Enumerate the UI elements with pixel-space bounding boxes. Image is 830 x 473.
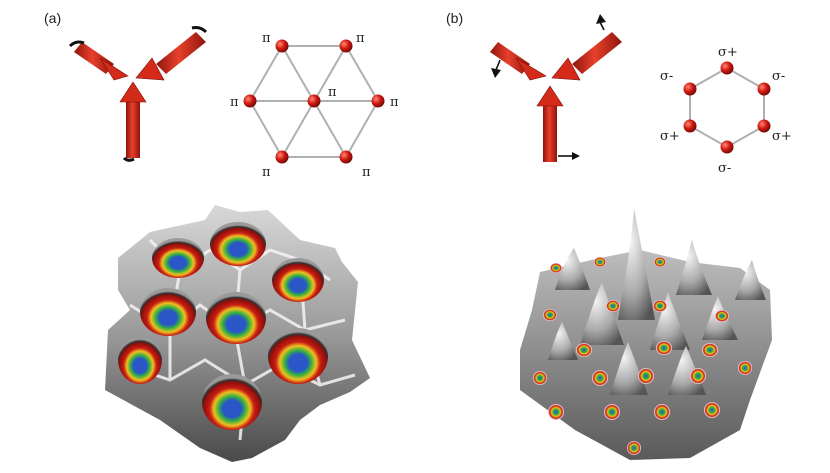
lattice-bonds-b — [689, 66, 765, 149]
potential-well — [202, 374, 262, 430]
panel-a-surface — [105, 205, 370, 462]
lattice-site — [275, 39, 289, 53]
potential-well — [548, 404, 564, 420]
wells-b — [533, 257, 752, 455]
lattice-site — [371, 94, 385, 108]
beam-arrow-left-b — [490, 42, 547, 81]
lattice-sites-b — [683, 61, 771, 154]
potential-well — [638, 368, 654, 384]
potential-well — [576, 343, 592, 357]
beam-arrow-left — [68, 40, 129, 81]
lattice-site — [307, 94, 321, 108]
beam-arrow-bottom-b — [536, 85, 580, 162]
lattice-site — [683, 119, 697, 133]
site-label: π — [390, 95, 399, 110]
lattice-site — [275, 150, 289, 164]
panel-b-surface — [520, 208, 772, 460]
potential-peak — [548, 322, 578, 360]
potential-peak — [676, 240, 712, 295]
lattice-site — [243, 94, 257, 108]
potential-peak — [618, 208, 655, 320]
panel-b-lattice: σ+ σ- σ- σ+ σ+ σ- — [660, 45, 792, 176]
lattice-site — [339, 39, 353, 53]
beam-arrow-right — [135, 26, 208, 81]
panel-a-beams — [68, 26, 208, 162]
potential-well — [210, 222, 266, 266]
panel-b-label: (b) — [446, 10, 464, 26]
potential-well — [656, 341, 672, 355]
potential-well — [272, 258, 324, 302]
lattice-site — [339, 150, 353, 164]
site-label: π — [362, 165, 371, 180]
potential-peak — [555, 248, 590, 290]
beam-arrow-right-b — [551, 14, 622, 81]
potential-peak — [610, 342, 648, 395]
site-label: σ+ — [772, 129, 792, 144]
site-label: π — [262, 165, 271, 180]
potential-well — [604, 404, 620, 420]
potential-well — [550, 263, 562, 273]
potential-well — [627, 441, 641, 455]
lattice-site — [757, 82, 771, 96]
site-label: π — [356, 31, 365, 46]
potential-well — [654, 404, 670, 420]
potential-well — [268, 328, 328, 384]
beam-arrow-bottom — [119, 81, 147, 162]
panel-a-lattice: π π π π π π π — [230, 31, 399, 180]
lattice-labels-b: σ+ σ- σ- σ+ σ+ σ- — [660, 45, 792, 176]
potential-well — [704, 402, 720, 418]
panel-a-label: (a) — [44, 10, 62, 26]
lattice-site — [757, 119, 771, 133]
lattice-site — [720, 140, 734, 154]
potential-well — [118, 336, 162, 384]
lattice-labels-a: π π π π π π π — [230, 31, 399, 180]
site-label: π — [230, 95, 239, 110]
panel-b-beams — [490, 14, 622, 162]
potential-well — [653, 300, 667, 312]
lattice-site — [720, 61, 734, 75]
potential-peak — [735, 260, 766, 300]
potential-well — [606, 300, 620, 312]
potential-well — [690, 368, 706, 384]
site-label: σ+ — [718, 45, 738, 60]
potential-well — [533, 371, 547, 385]
potential-well — [152, 238, 204, 278]
potential-well — [543, 309, 557, 321]
potential-well — [715, 310, 729, 322]
lattice-sites-a — [243, 39, 385, 164]
potential-well — [594, 257, 606, 267]
site-label: π — [328, 85, 337, 100]
potential-peak — [650, 292, 690, 350]
site-label: σ- — [660, 69, 673, 84]
potential-well — [738, 361, 752, 375]
potential-peak — [580, 282, 624, 345]
site-label: σ- — [718, 161, 731, 176]
wells-a — [118, 222, 328, 430]
potential-well — [140, 288, 196, 336]
lattice-site — [683, 82, 697, 96]
potential-well — [654, 257, 666, 267]
site-label: σ+ — [660, 129, 680, 144]
potential-well — [592, 370, 608, 386]
potential-well — [702, 343, 718, 357]
site-label: π — [262, 31, 271, 46]
potential-well — [206, 292, 266, 344]
site-label: σ- — [772, 69, 785, 84]
surface-peaks-b — [548, 208, 766, 395]
